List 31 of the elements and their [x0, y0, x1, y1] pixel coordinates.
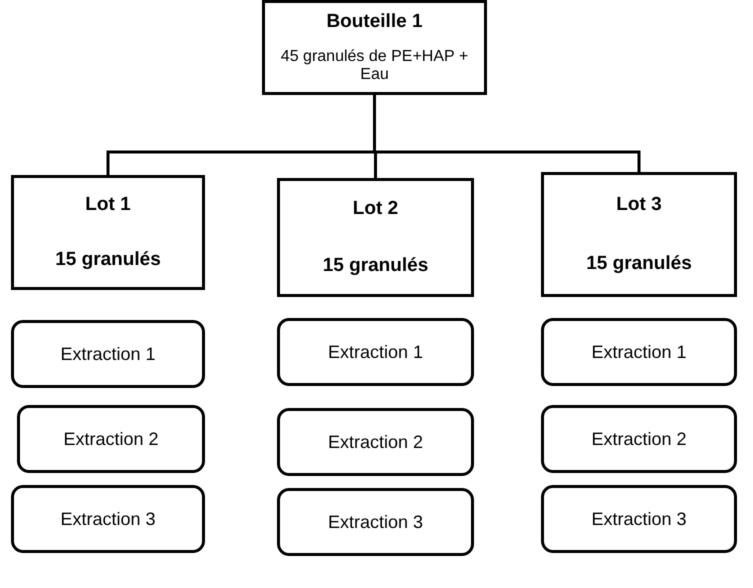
extraction-box — [277, 318, 474, 386]
node-title: Bouteille 1 — [326, 10, 423, 33]
node-title: Extraction 2 — [591, 428, 687, 450]
connector-line — [373, 95, 640, 172]
node-text: 15 granulés — [322, 254, 428, 277]
node-title: Extraction 1 — [60, 344, 156, 364]
lot-box — [277, 178, 474, 297]
extraction-box — [11, 485, 205, 553]
extraction-box — [17, 405, 205, 473]
node-title: Extraction 3 — [591, 508, 687, 530]
sample-box — [262, 0, 487, 95]
node-title: Extraction 3 — [328, 512, 424, 532]
extraction-box — [277, 408, 474, 476]
extraction-box — [541, 485, 737, 553]
node-title: Extraction 2 — [328, 432, 424, 452]
extraction-box — [541, 405, 737, 473]
extraction-box — [277, 488, 474, 556]
extraction-box — [11, 320, 205, 388]
node-title: Lot 3 — [616, 194, 662, 216]
lot-box — [541, 172, 737, 297]
lot-box — [11, 175, 205, 290]
node-text: 15 granulés — [55, 248, 161, 271]
extraction-box — [541, 318, 737, 386]
node-title: Lot 2 — [352, 198, 398, 220]
node-title: Extraction 2 — [63, 428, 159, 450]
node-text: 45 granulés de PE+HAP + Eau — [280, 48, 470, 84]
node-title: Extraction 3 — [60, 508, 156, 530]
node-title: Lot 1 — [85, 194, 131, 216]
node-title: Extraction 1 — [591, 342, 687, 362]
node-text: 15 granulés — [586, 253, 692, 276]
node-title: Extraction 1 — [328, 342, 424, 362]
